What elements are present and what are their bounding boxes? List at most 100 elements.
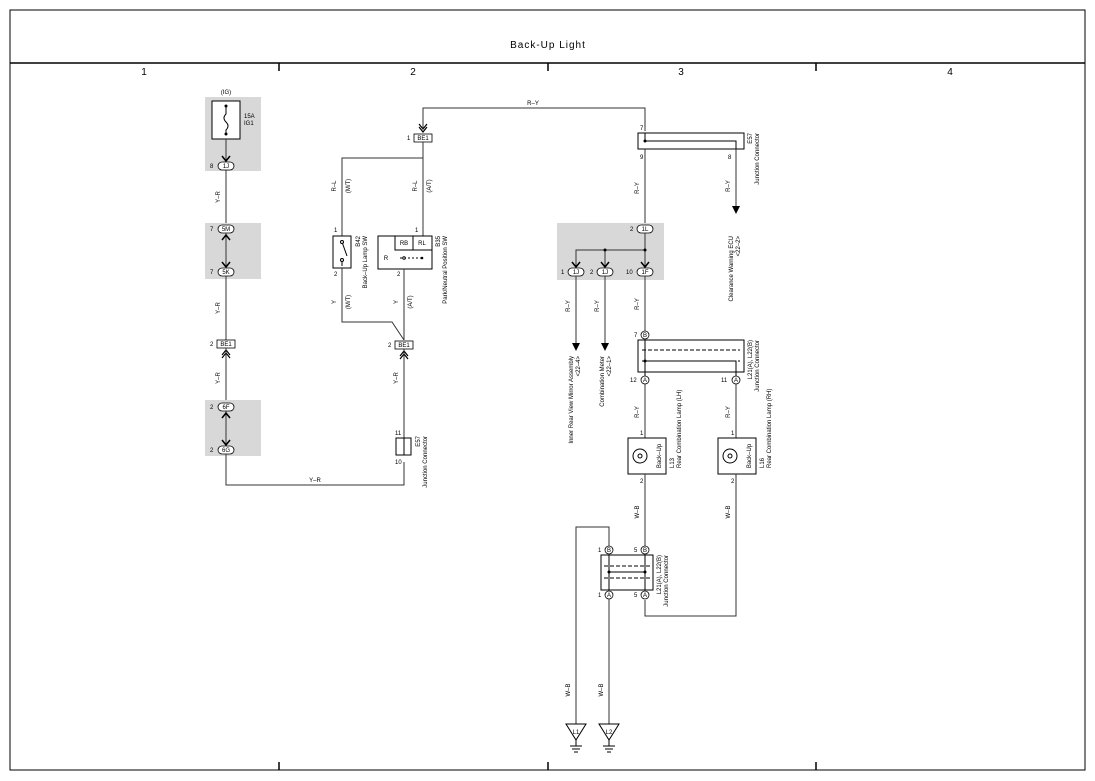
pin-2-1j: 2 — [590, 270, 594, 276]
conn-b-top: B — [643, 333, 647, 339]
conn-1j-b: 1J — [602, 270, 608, 276]
conn-1l-label: 1L — [642, 227, 649, 233]
mode-at-bottom: (A/T) — [408, 295, 414, 308]
wire-wb-l13: W–B — [635, 505, 641, 518]
column-label-3: 3 — [678, 67, 684, 78]
l16-lamp-label: Back–Up — [747, 443, 753, 468]
ground-icon — [565, 723, 587, 753]
wire-wb-g1: W–B — [566, 683, 572, 696]
wire-yr-3: Y–R — [216, 371, 222, 383]
wire-ry-l13: R–Y — [635, 406, 641, 418]
wire-rl-at: R–L — [413, 180, 419, 192]
arrow-down-icon — [571, 261, 650, 269]
wire-ry-e57: R–Y — [726, 180, 732, 192]
l13-lamp-label: Back–Up — [657, 443, 663, 468]
conn-be1-label-a: BE1 — [220, 342, 232, 348]
pin-8-e57top: 8 — [728, 155, 732, 161]
wire-ry-jc: R–Y — [635, 298, 641, 310]
wire-y-mt: Y — [332, 300, 338, 304]
e57t-id: E57 — [748, 132, 754, 143]
jcb-id: L21(A), L22(B) — [657, 555, 663, 594]
conn-be1-label-top: BE1 — [417, 136, 429, 142]
wire-ry-mirror: R–Y — [566, 300, 572, 312]
pin-2-b42: 2 — [334, 272, 338, 278]
pin-10-1f: 10 — [626, 270, 633, 276]
wire-ry-mid: R–Y — [635, 182, 641, 194]
pin-1-l16: 1 — [731, 431, 735, 437]
fuse-name: IG1 — [244, 121, 254, 127]
chevron-down-icon — [221, 439, 231, 447]
pin-7-e57top: 7 — [640, 126, 644, 132]
mirror-name: Inner Rear View Mirror Assembly — [569, 356, 575, 444]
pin-7a: 7 — [210, 227, 214, 233]
wire-yr-2: Y–R — [216, 301, 222, 313]
arrow-down-icon — [601, 343, 609, 351]
pin-11-e57: 11 — [395, 431, 402, 437]
conn-1j-label: 1J — [223, 164, 229, 170]
b35-id: B35 — [436, 235, 442, 246]
meter-ref: <22–1> — [607, 356, 613, 377]
jc-top-box — [637, 339, 745, 373]
e57b-name: Junction Connector — [423, 436, 429, 488]
jct-name: Junction Connector — [755, 340, 761, 392]
pin-2-1l: 2 — [630, 227, 634, 233]
ground-icon — [598, 723, 620, 753]
b35-name: Park/Neutral Position SW — [443, 236, 449, 304]
b42-name: Back–Up Lamp SW — [363, 236, 369, 289]
pin-5-jcb-a: 5 — [634, 593, 638, 599]
e57b-id: E57 — [416, 435, 422, 446]
conn-1j-a: 1J — [573, 270, 579, 276]
conn-5k-label: 5K — [222, 270, 229, 276]
pin-2-b35: 2 — [397, 272, 401, 278]
wire-ry-top: R–Y — [527, 101, 539, 107]
mode-at-top: (A/T) — [427, 179, 433, 192]
wire-yr-1: Y–R — [216, 190, 222, 202]
bulb-icon — [632, 448, 648, 464]
pin-2c: 2 — [210, 448, 214, 454]
chevron-up-icon — [221, 411, 231, 419]
ground-l1: L1 — [573, 730, 580, 736]
conn-a-bot-l: A — [607, 593, 611, 599]
bulb-icon — [722, 448, 738, 464]
pin-7-jct: 7 — [634, 333, 638, 339]
pin-12-jct: 12 — [630, 378, 637, 384]
wire-ry-l16: R–Y — [726, 406, 732, 418]
pin-8: 8 — [210, 164, 214, 170]
pin-1-jcb-b: 1 — [598, 548, 602, 554]
conn-5m-label: 5M — [222, 227, 230, 233]
conn-a-top-l: A — [643, 378, 647, 384]
arrow-down-icon — [221, 155, 231, 163]
l16-name: Rear Combination Lamp (RH) — [767, 389, 773, 468]
pin-1-l13: 1 — [640, 431, 644, 437]
wire-yr-4: Y–R — [394, 371, 400, 383]
chevron-up-icon — [221, 233, 231, 241]
wire-yr-bottom: Y–R — [309, 478, 321, 484]
b35-rl-cell — [412, 235, 433, 251]
conn-b-bot-r: B — [643, 548, 647, 554]
b35-rl: RL — [418, 241, 426, 247]
conn-1f-label: 1F — [641, 270, 648, 276]
mirror-ref: <22–4> — [576, 356, 582, 377]
pin-1-b42: 1 — [334, 228, 338, 234]
mode-mt-bottom: (M/T) — [346, 295, 352, 309]
l13-id: L13 — [670, 457, 676, 468]
pin-1-b35: 1 — [415, 228, 419, 234]
b35-rb: RB — [400, 241, 408, 247]
mode-mt-top: (M/T) — [346, 179, 352, 193]
jcb-name: Junction Connector — [664, 555, 670, 607]
conn-a-bot-r: A — [643, 593, 647, 599]
fuse-icon — [223, 106, 229, 134]
meter-name: Combination Meter — [600, 356, 606, 407]
wire-wb-l16: W–B — [726, 505, 732, 518]
pin-9-e57top: 9 — [640, 155, 644, 161]
arrow-down-icon — [572, 343, 580, 351]
b42-id: B42 — [356, 235, 362, 246]
clearance-name: Clearance Warning ECU — [729, 236, 735, 301]
conn-6g-label: 6G — [222, 448, 230, 454]
column-label-4: 4 — [947, 67, 953, 78]
pin-2-l13: 2 — [640, 479, 644, 485]
pin-1-1j: 1 — [561, 270, 565, 276]
l16-id: L16 — [760, 457, 766, 468]
wire-wb-g2: W–B — [599, 683, 605, 696]
